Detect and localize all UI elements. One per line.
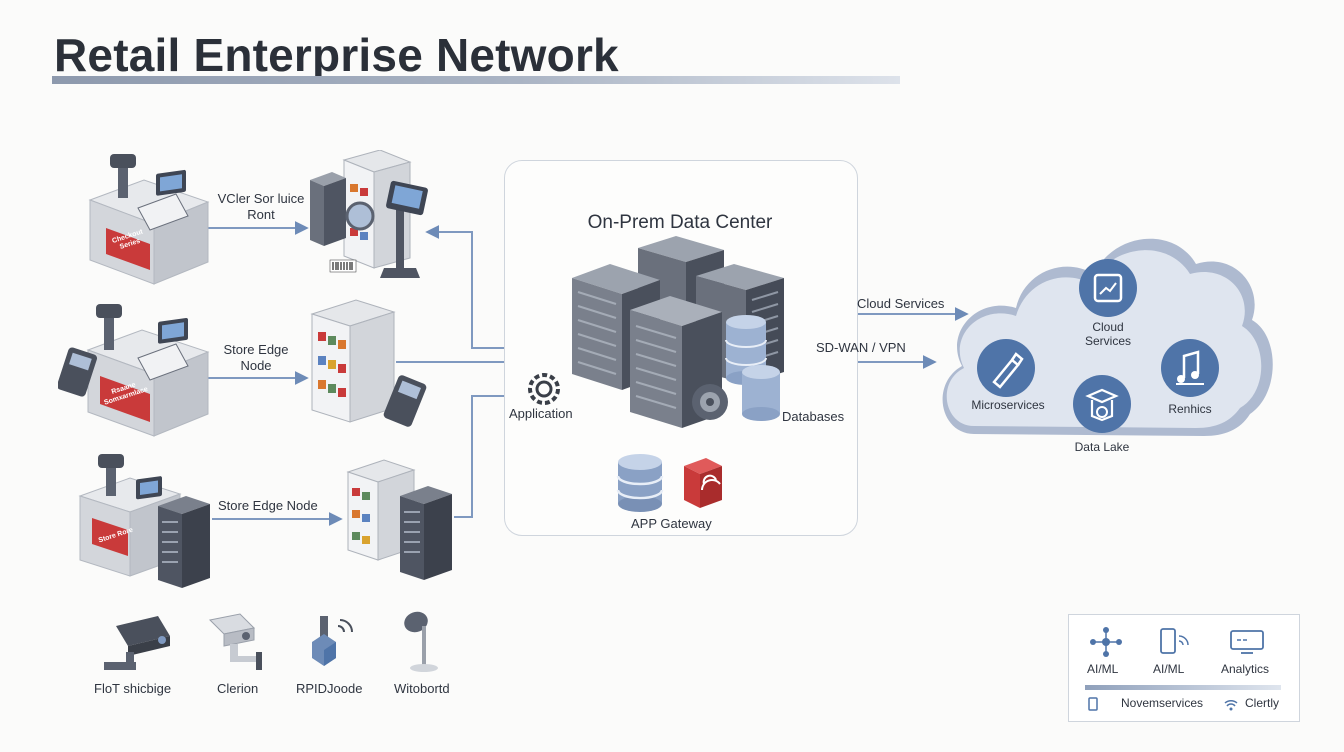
cloud-node-label: Microservices [971,398,1045,412]
data-lake-icon [1073,375,1131,433]
pen-tool-icon [977,339,1035,397]
application-label: Application [509,406,573,421]
server-small-icon [1088,697,1098,711]
device-label: FloT shicbige [94,681,172,696]
monitor-icon [1230,630,1264,654]
database-icon [616,454,664,512]
databases-label: Databases [782,409,845,424]
link-edge3-dc [454,389,523,518]
legend-label: AI/ML [1087,662,1119,676]
cloud-node-label: Renhics [1168,402,1212,416]
gateway-label: APP Gateway [631,516,712,531]
title-underline [52,76,900,84]
music-note-icon [1161,339,1219,397]
mobile-device-icon [1160,628,1189,654]
data-center-title: On-Prem Data Center [587,212,773,233]
checkout-counter-icon [88,154,210,285]
legend-gradient-bar [1085,685,1281,690]
rfid-reader-icon [312,616,353,666]
server-cluster-icon [572,236,784,428]
cloud-node-label: Cloud Services [1084,320,1131,348]
edge-node-rack-icon [310,150,428,278]
gateway-firewall-icon [684,458,722,508]
legend-footer-right: Clertly [1245,696,1280,710]
gear-icon [692,384,728,420]
wifi-icon [1224,699,1238,711]
link-label-store3: Store Edge Node [218,498,318,513]
security-camera-icon [104,616,170,670]
pos-terminal-counter-icon [58,304,210,437]
device-label: RPIDJoode [296,681,363,696]
cloud-node-label: Data Lake [1074,440,1130,454]
cloud-services-link-label: Cloud Services [857,296,945,311]
dome-camera-icon [208,613,262,670]
satellite-dish-icon [404,611,438,672]
link-label-store1: VCler Sor luice Ront [217,191,305,222]
application-gear-icon [528,373,560,405]
legend-footer-left: Novemservices [1121,696,1204,710]
database-stack-icon [725,315,780,421]
legend-box: AI/ML AI/ML Analytics Novemservices Cler… [1068,614,1300,722]
sdwan-link-label: SD-WAN / VPN [816,340,906,355]
cloud-dashboard-icon [1079,259,1137,317]
network-nodes-icon [1090,627,1122,657]
page-title: Retail Enterprise Network [54,29,619,81]
link-label-store2: Store Edge Node [223,342,289,373]
self-checkout-counter-icon [78,454,210,588]
legend-label: AI/ML [1153,662,1185,676]
device-label: Witobortd [394,681,450,696]
edge-node-shelf-icon [310,299,427,427]
edge-node-server-icon [346,459,452,580]
device-label: Clerion [217,681,259,696]
legend-label: Analytics [1221,662,1270,676]
